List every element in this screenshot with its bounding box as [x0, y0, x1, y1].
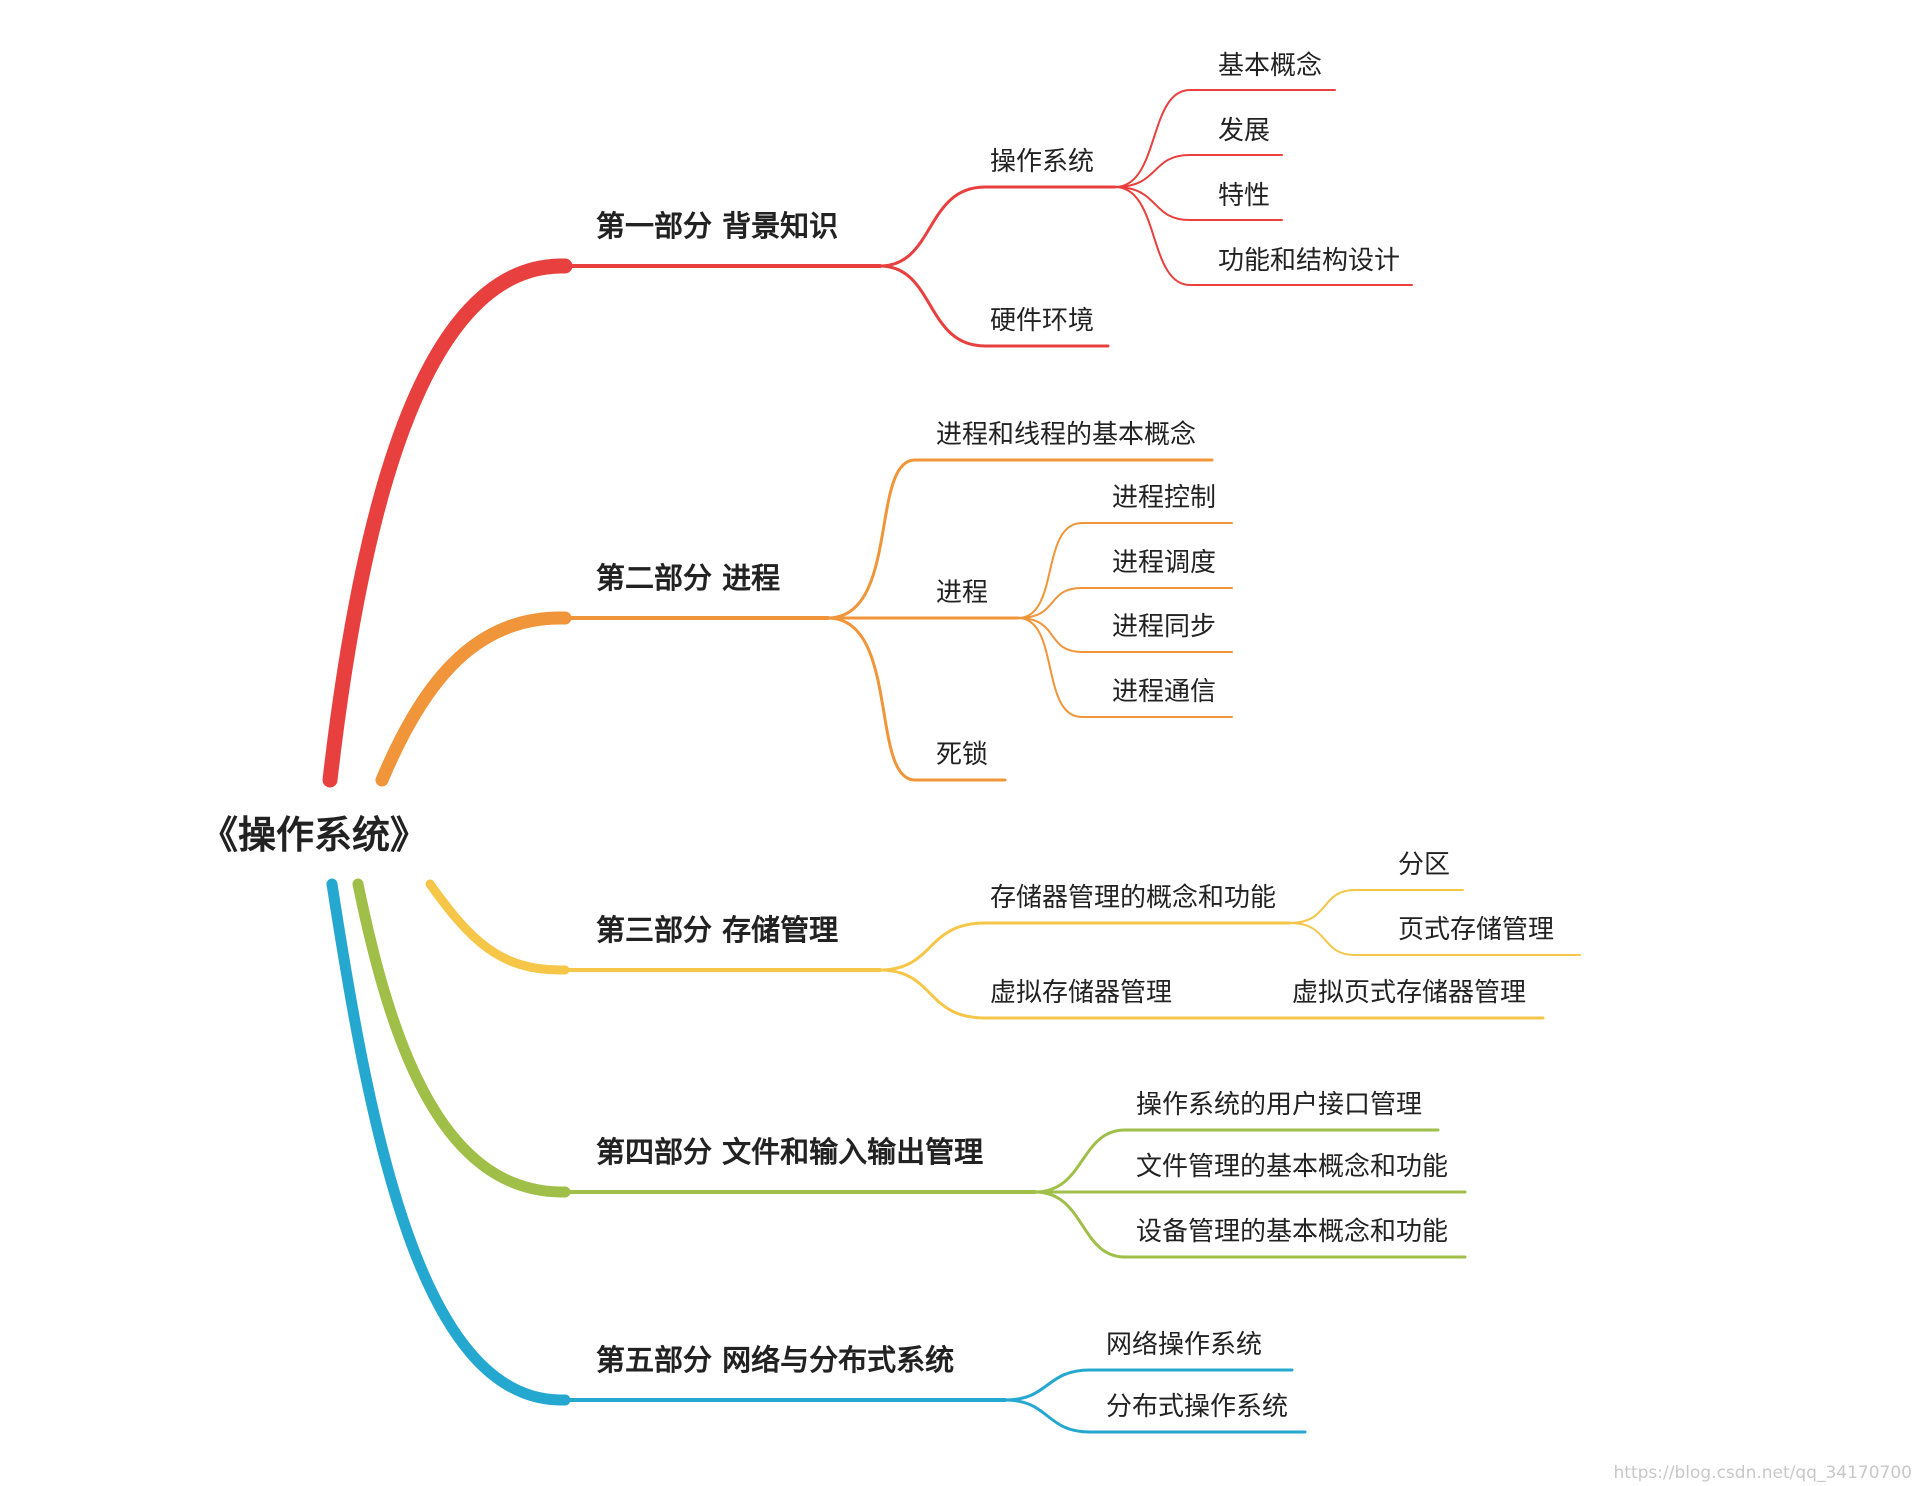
trunk-part1	[322, 258, 573, 788]
trunk-part3	[425, 879, 570, 975]
edge-user-interface	[1033, 1128, 1440, 1194]
edge-storage-concept	[878, 921, 1292, 972]
trunk-part5	[326, 878, 571, 1406]
edge-deadlock	[826, 616, 1007, 782]
node-file-management: 文件管理的基本概念和功能	[1136, 1152, 1448, 1182]
trunk-part2	[375, 611, 572, 787]
node-device-management: 设备管理的基本概念和功能	[1136, 1217, 1448, 1247]
edge-development	[1114, 154, 1283, 188]
edge-process-comm	[1017, 617, 1233, 718]
part1-branch	[558, 89, 1413, 348]
node-process-scheduling: 进程调度	[1112, 548, 1216, 578]
edge-hardware	[878, 264, 1110, 348]
node-function-design: 功能和结构设计	[1218, 246, 1400, 276]
node-distributed-os: 分布式操作系统	[1106, 1392, 1288, 1422]
node-virtual-storage: 虚拟存储器管理	[990, 978, 1172, 1008]
edge-network-os	[1003, 1368, 1294, 1402]
node-basic-concept: 基本概念	[1218, 51, 1322, 81]
edge-distributed-os	[1003, 1398, 1307, 1434]
node-process-comm: 进程通信	[1112, 677, 1216, 707]
node-deadlock: 死锁	[936, 740, 988, 770]
node-process-thread: 进程和线程的基本概念	[936, 420, 1196, 450]
node-partition: 分区	[1398, 850, 1450, 880]
part3-branch	[558, 889, 1581, 1020]
edge-characteristics	[1114, 186, 1283, 221]
edge-process-scheduling	[1017, 587, 1233, 619]
node-process: 进程	[936, 578, 988, 608]
edge-virtual-storage	[878, 968, 1545, 1020]
part2-branch	[558, 458, 1233, 782]
part2-label: 第二部分 进程	[596, 561, 780, 595]
node-hardware: 硬件环境	[990, 306, 1094, 336]
part3-label: 第三部分 存储管理	[596, 913, 838, 947]
edge-partition	[1289, 889, 1464, 924]
part1-label: 第一部分 背景知识	[596, 209, 838, 243]
node-process-sync: 进程同步	[1112, 612, 1216, 642]
edge-process-thread	[826, 458, 1214, 620]
trunk-part4	[352, 878, 571, 1198]
edge-paged-storage	[1289, 922, 1581, 956]
node-process-control: 进程控制	[1112, 483, 1216, 513]
part5-label: 第五部分 网络与分布式系统	[596, 1343, 954, 1377]
part4-label: 第四部分 文件和输入输出管理	[596, 1135, 983, 1169]
node-paged-storage: 页式存储管理	[1398, 915, 1554, 945]
edge-process-sync	[1017, 617, 1233, 653]
edge-process-control	[1017, 522, 1233, 619]
node-virtual-paged-storage: 虚拟页式存储器管理	[1292, 978, 1526, 1008]
root-label: 《操作系统》	[200, 813, 428, 857]
node-os: 操作系统	[990, 147, 1094, 177]
watermark: https://blog.csdn.net/qq_34170700	[1614, 1463, 1912, 1483]
edge-os	[878, 185, 1117, 268]
edge-function-design	[1114, 186, 1413, 286]
part4-branch	[558, 1128, 1467, 1259]
edge-device-management	[1033, 1190, 1467, 1259]
node-storage-concept: 存储器管理的概念和功能	[990, 883, 1276, 913]
node-characteristics: 特性	[1218, 181, 1270, 211]
node-user-interface: 操作系统的用户接口管理	[1136, 1090, 1422, 1120]
node-network-os: 网络操作系统	[1106, 1330, 1262, 1360]
part5-branch	[558, 1368, 1307, 1434]
node-development: 发展	[1218, 116, 1270, 146]
edge-basic-concept	[1114, 89, 1336, 188]
